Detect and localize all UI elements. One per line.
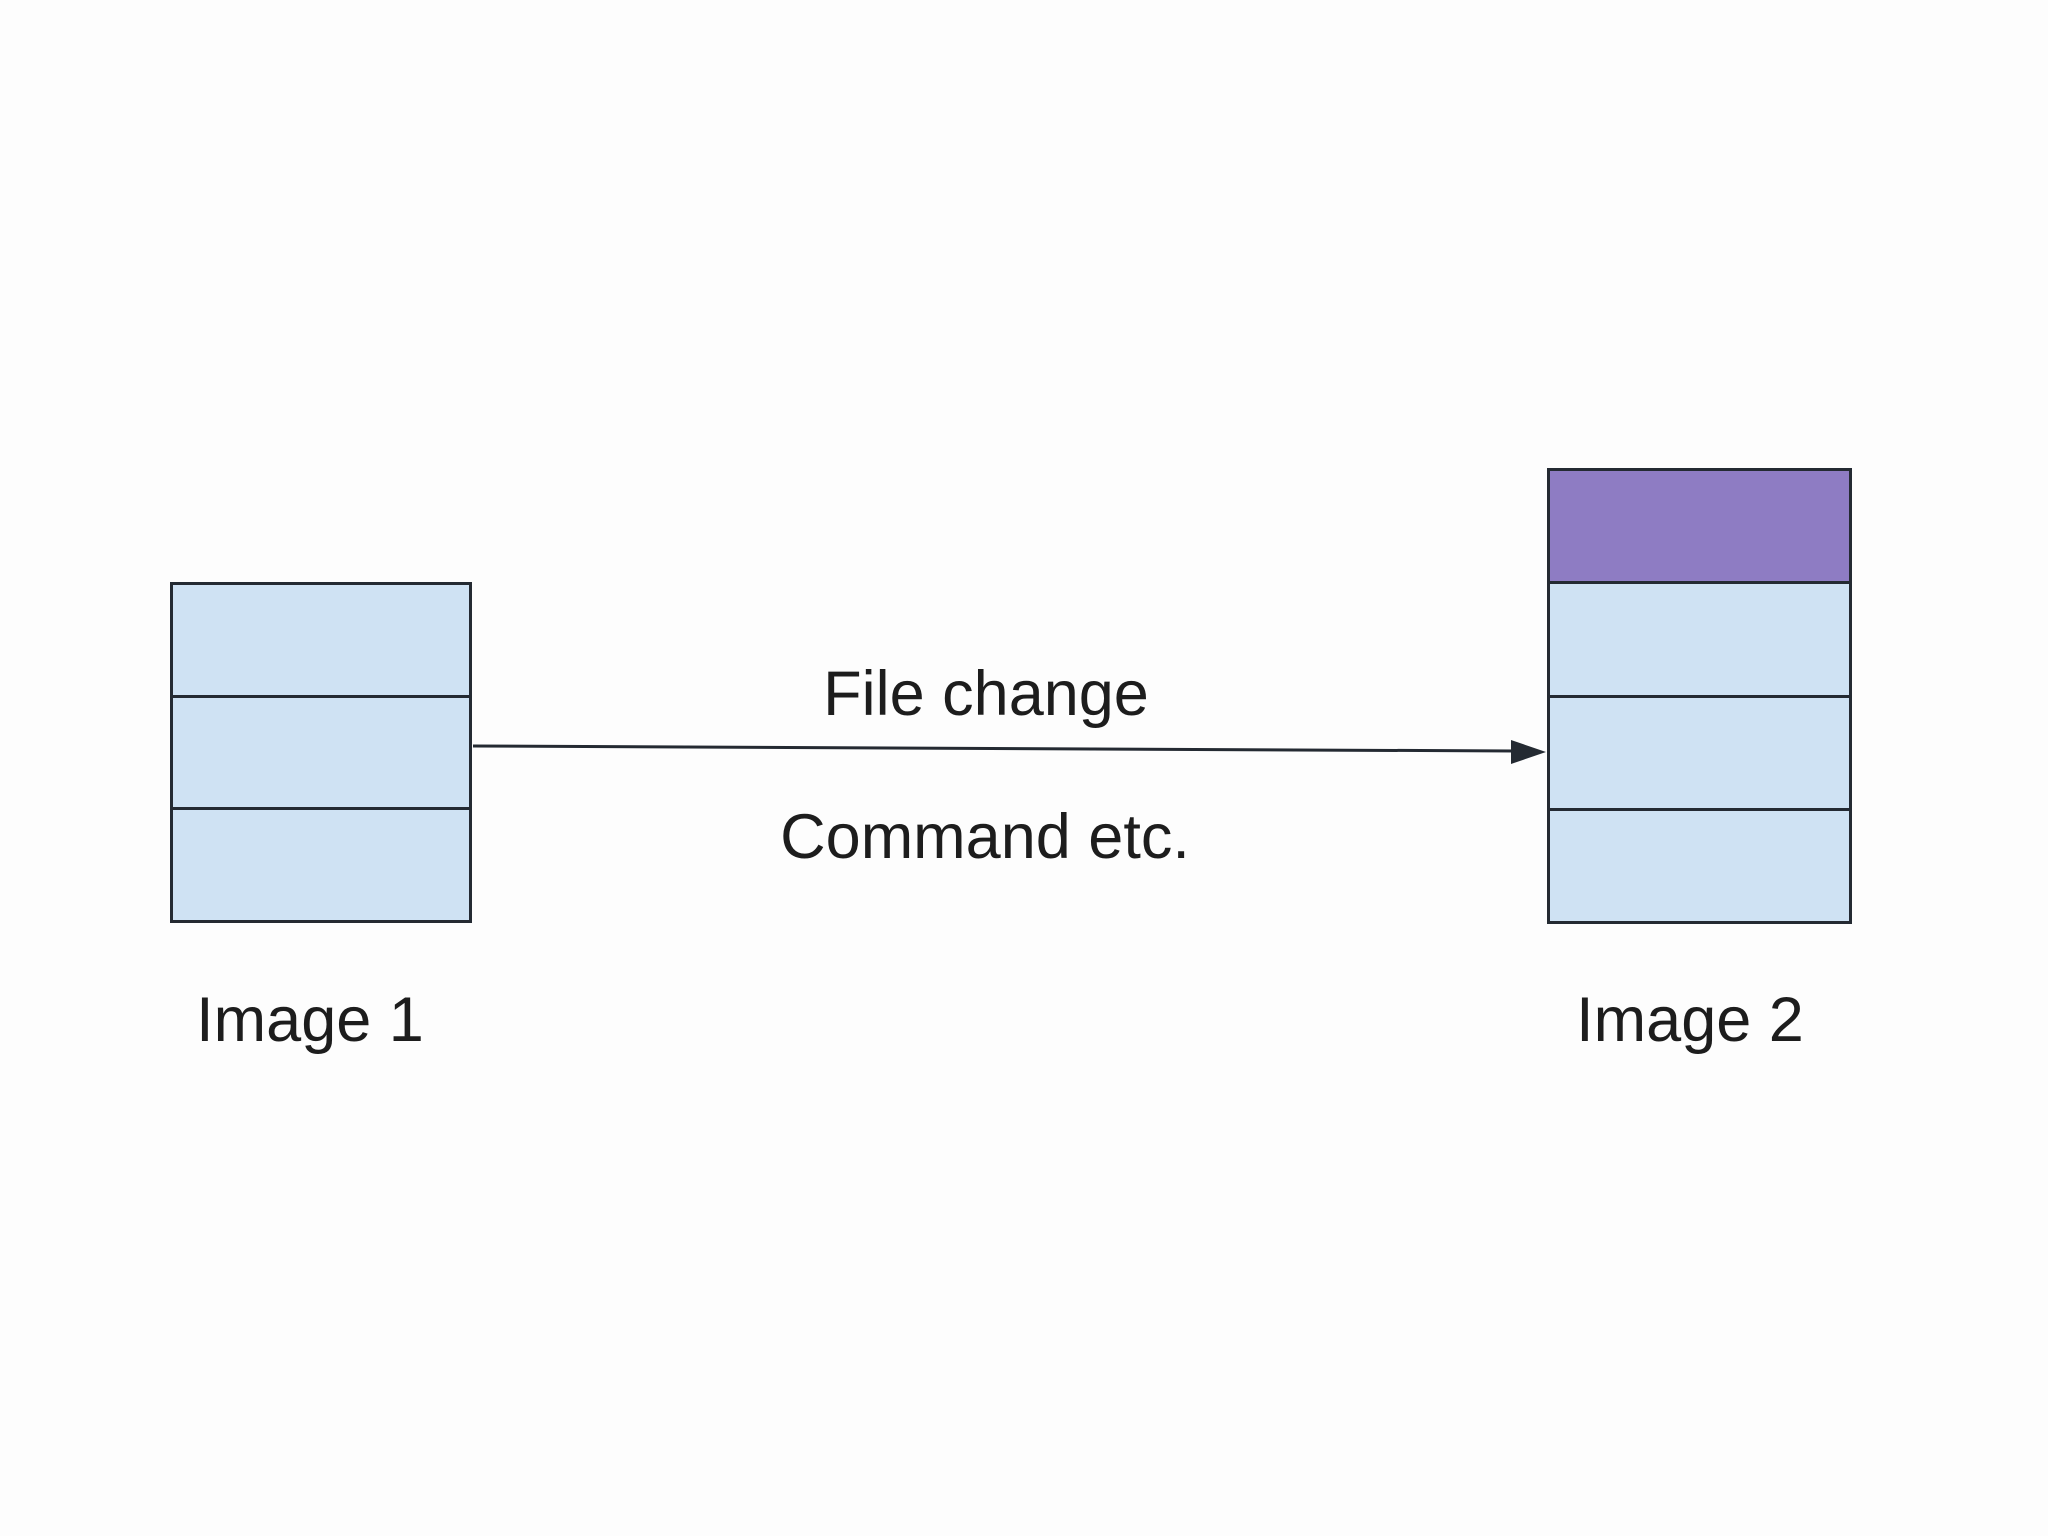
image1-label: Image 1: [196, 985, 424, 1055]
arrow-head: [1511, 740, 1546, 764]
image2-layer-stack: [1547, 468, 1852, 924]
image1-layer-1: [173, 585, 469, 695]
image1-layer-2: [173, 694, 469, 808]
image2-layer-3: [1550, 694, 1849, 808]
image2-label: Image 2: [1576, 985, 1804, 1055]
arrow-shaft: [472, 744, 1516, 753]
arrow-label-bottom: Command etc.: [780, 802, 1190, 872]
image1-layer-stack: [170, 582, 472, 923]
arrow-label-top: File change: [823, 659, 1149, 729]
image1-layer-3: [173, 807, 469, 921]
image2-layer-4: [1550, 807, 1849, 921]
image2-layer-2: [1550, 581, 1849, 695]
image2-layer-1: [1550, 471, 1849, 582]
